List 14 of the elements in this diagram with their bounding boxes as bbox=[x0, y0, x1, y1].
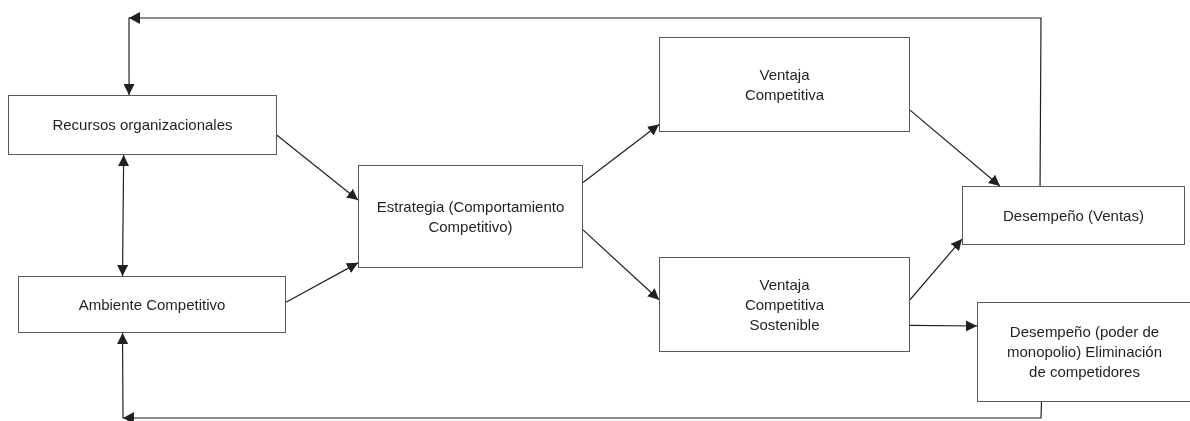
box-label: Ventaja Competitiva bbox=[743, 64, 826, 105]
process-box bbox=[18, 276, 286, 333]
process-box bbox=[977, 302, 1190, 402]
process-box bbox=[659, 257, 910, 352]
box-label: Desempeño (poder de monopolio) Eliminación de competidores bbox=[1005, 322, 1164, 382]
process-box bbox=[358, 165, 583, 268]
box-label: Ventaja Competitiva Sostenible bbox=[743, 274, 826, 335]
box-label: Recursos organizacionales bbox=[51, 115, 234, 135]
box-label: Estrategia (Comportamiento Competitivo) bbox=[375, 196, 566, 237]
box-label: Desempeño (Ventas) bbox=[1002, 205, 1145, 226]
box-label: Ambiente Competitivo bbox=[77, 294, 227, 315]
process-box bbox=[8, 95, 277, 155]
process-box bbox=[659, 37, 910, 132]
process-box bbox=[962, 186, 1185, 245]
